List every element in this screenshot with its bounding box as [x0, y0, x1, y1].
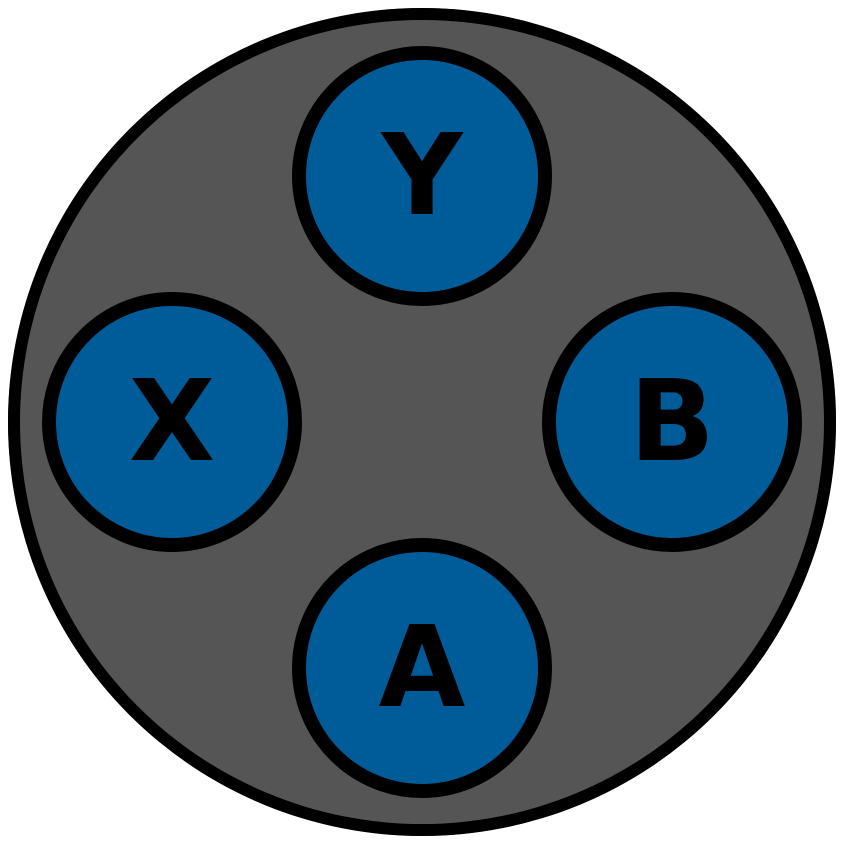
x-button[interactable]: X	[42, 292, 302, 552]
y-button[interactable]: Y	[292, 46, 552, 306]
a-button[interactable]: A	[292, 538, 552, 798]
a-button-label: A	[378, 603, 466, 733]
b-button-label: B	[629, 357, 715, 487]
y-button-label: Y	[381, 111, 463, 241]
b-button[interactable]: B	[542, 292, 802, 552]
x-button-label: X	[128, 357, 216, 487]
